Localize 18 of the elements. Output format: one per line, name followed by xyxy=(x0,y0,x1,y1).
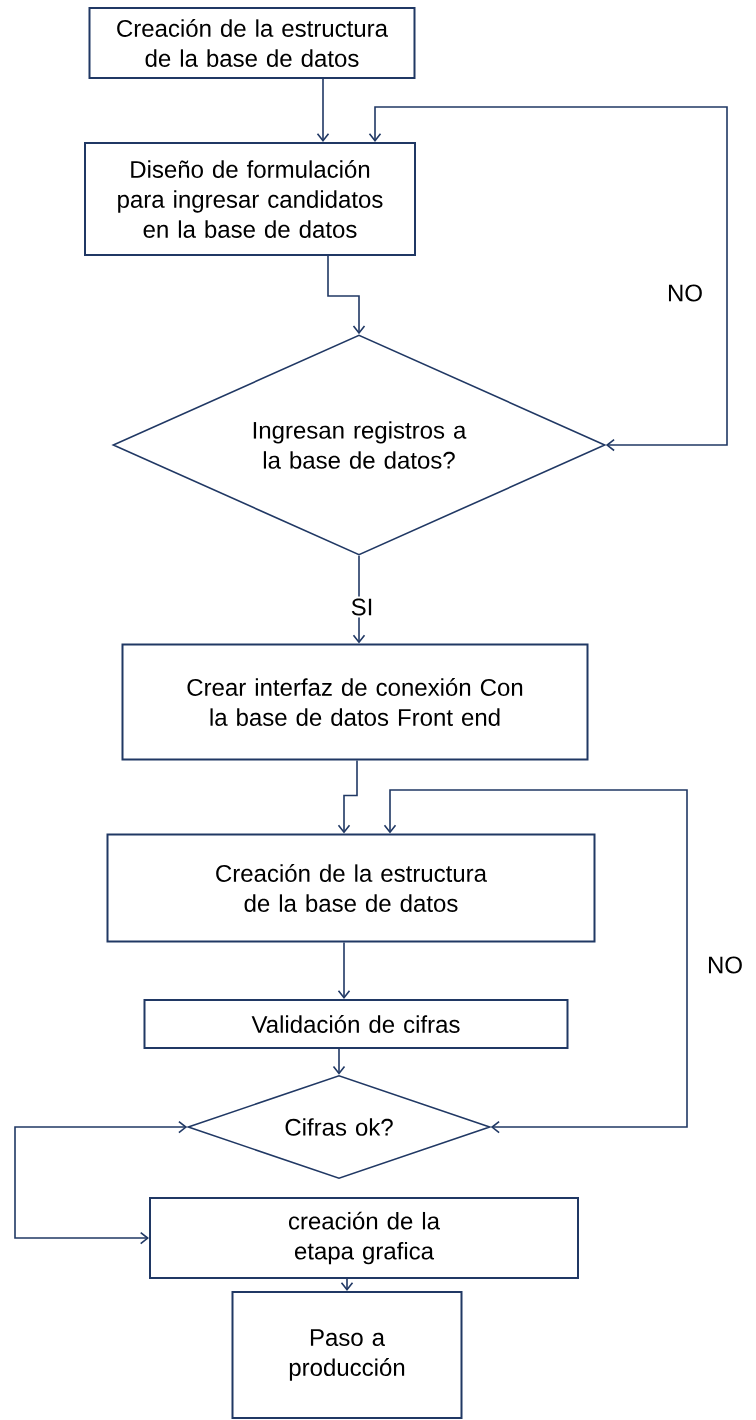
edge-label: SI xyxy=(348,596,376,618)
arrow xyxy=(14,1120,188,1245)
process-box: Crear interfaz de conexión Con la base de datos Front end xyxy=(121,643,589,761)
process-box: Diseño de formulación para ingresar candidatos en la base de datos xyxy=(84,142,416,256)
process-box: Paso a producción xyxy=(231,1291,463,1419)
arrow xyxy=(327,255,366,335)
arrow xyxy=(337,759,358,834)
arrow xyxy=(332,1048,346,1075)
process-box: Creación de la estructura de la base de datos xyxy=(88,7,416,79)
arrow xyxy=(368,106,728,452)
branch-label: NO xyxy=(709,956,742,974)
process-box: Creación de la estructura de la base de datos xyxy=(106,833,596,943)
arrow xyxy=(316,78,330,142)
process-box: Validación de cifras xyxy=(143,999,569,1049)
branch-label: NO xyxy=(669,284,702,302)
arrow xyxy=(337,941,351,999)
arrow xyxy=(383,789,688,1134)
process-box: creación de la etapa grafica xyxy=(149,1197,579,1279)
